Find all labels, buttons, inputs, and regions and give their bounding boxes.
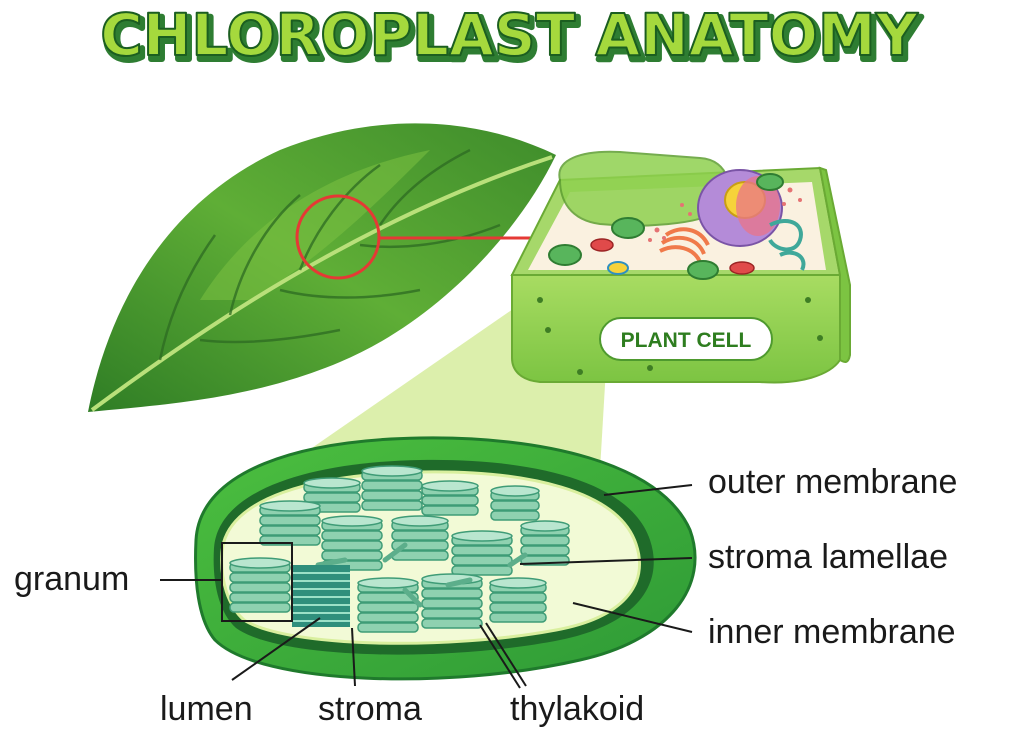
- thylakoid-disc: [421, 618, 483, 629]
- granum-stack: [303, 477, 361, 513]
- title: CHLOROPLAST ANATOMY CHLOROPLAST ANATOMY: [99, 0, 925, 76]
- thylakoid-top: [520, 520, 570, 532]
- thylakoid-disc: [229, 572, 291, 583]
- granum-stack: [357, 577, 419, 633]
- granum-stack: [421, 480, 479, 516]
- granum-highlight-box: [221, 542, 293, 622]
- granum-stack: [490, 485, 540, 521]
- label-thylakoid: thylakoid: [510, 690, 644, 728]
- thylakoid-disc: [451, 565, 513, 576]
- thylakoid-top: [489, 577, 547, 589]
- granum-stack: [451, 530, 513, 576]
- granum-stack: [489, 577, 547, 623]
- thylakoid-disc: [361, 490, 423, 501]
- thylakoid-top: [303, 477, 361, 489]
- thylakoid-disc: [259, 515, 321, 526]
- thylakoid-disc: [451, 555, 513, 566]
- cell-vesicles: [648, 187, 802, 242]
- leader-lines: [160, 484, 693, 689]
- thylakoid-disc: [520, 545, 570, 556]
- plant-cell-label: PLANT CELL: [621, 329, 752, 352]
- leaf-illustration: [88, 123, 645, 412]
- leader-thylakoid-1: [479, 624, 521, 689]
- golgi-apparatus: [659, 227, 710, 263]
- thylakoid-disc: [490, 500, 540, 511]
- thylakoid-disc: [421, 495, 479, 506]
- leader-stroma-lamellae: [519, 557, 693, 565]
- thylakoid-top: [490, 485, 540, 497]
- label-lumen: lumen: [160, 690, 253, 728]
- thylakoid-disc: [421, 598, 483, 609]
- leaf-midrib: [90, 155, 553, 412]
- thylakoid-disc: [361, 500, 423, 511]
- thylakoid-disc: [357, 622, 419, 633]
- cell-right-face: [818, 166, 851, 363]
- leader-inner-membrane: [572, 602, 693, 633]
- label-granum: granum: [14, 560, 129, 598]
- granum-stack: [321, 515, 383, 571]
- thylakoid-top: [259, 500, 321, 512]
- granum-stack: [259, 500, 321, 546]
- thylakoid-disc: [229, 602, 291, 613]
- label-outer-membrane: outer membrane: [708, 463, 957, 501]
- granum-stack: [229, 557, 291, 613]
- label-inner-membrane: inner membrane: [708, 613, 956, 651]
- thylakoid-disc: [229, 592, 291, 603]
- thylakoid-disc: [520, 535, 570, 546]
- granum-stack: [391, 515, 449, 561]
- thylakoid-top: [229, 557, 291, 569]
- cell-mitochondria: [590, 238, 755, 275]
- thylakoid-disc: [361, 480, 423, 491]
- thylakoid-disc: [321, 550, 383, 561]
- thylakoid-top: [391, 515, 449, 527]
- leader-stroma: [351, 627, 356, 687]
- endoplasmic-reticulum: [768, 219, 806, 271]
- thylakoid-disc: [489, 602, 547, 613]
- thylakoid-disc: [489, 612, 547, 623]
- nucleus-envelope: [736, 176, 780, 236]
- cell-organelle-small: [607, 261, 629, 275]
- thylakoid-disc: [259, 525, 321, 536]
- thylakoid-disc: [303, 492, 361, 503]
- cell-chloroplasts: [548, 173, 784, 280]
- thylakoid-top: [421, 480, 479, 492]
- thylakoid-disc: [391, 530, 449, 541]
- leaf-highlight: [200, 150, 430, 300]
- thylakoid-top: [321, 515, 383, 527]
- thylakoid-disc: [421, 505, 479, 516]
- thylakoid-disc: [229, 582, 291, 593]
- thylakoid-disc: [451, 545, 513, 556]
- label-stroma: stroma: [318, 690, 422, 728]
- thylakoid-disc: [421, 588, 483, 599]
- lumen-detail: [292, 565, 350, 627]
- thylakoid-top: [361, 465, 423, 477]
- thylakoid-disc: [489, 592, 547, 603]
- thylakoid-disc: [357, 592, 419, 603]
- plant-cell-illustration: PLANT CELL: [510, 150, 851, 384]
- title-text: CHLOROPLAST ANATOMY: [100, 1, 919, 69]
- granum-stack: [361, 465, 423, 511]
- leader-outer-membrane: [603, 484, 693, 496]
- thylakoid-disc: [321, 530, 383, 541]
- chloroplast-cross-section: [194, 436, 697, 681]
- granum-stack: [520, 520, 570, 566]
- leaf-veins: [158, 148, 501, 361]
- stroma-lamellae-connectors: [315, 542, 528, 608]
- thylakoid-disc: [321, 540, 383, 551]
- leader-lumen: [231, 617, 321, 681]
- plant-cell-label-box: [599, 317, 773, 361]
- leader-thylakoid-2: [485, 622, 527, 687]
- thylakoid-top: [451, 530, 513, 542]
- thylakoid-disc: [391, 550, 449, 561]
- thylakoid-disc: [490, 510, 540, 521]
- title-shadow: CHLOROPLAST ANATOMY: [103, 5, 922, 73]
- cell-wall-pits: [537, 297, 823, 375]
- label-stroma-lamellae: stroma lamellae: [708, 538, 948, 576]
- thylakoid-disc: [357, 602, 419, 613]
- thylakoid-disc: [357, 612, 419, 623]
- thylakoid-disc: [421, 608, 483, 619]
- thylakoid-top: [357, 577, 419, 589]
